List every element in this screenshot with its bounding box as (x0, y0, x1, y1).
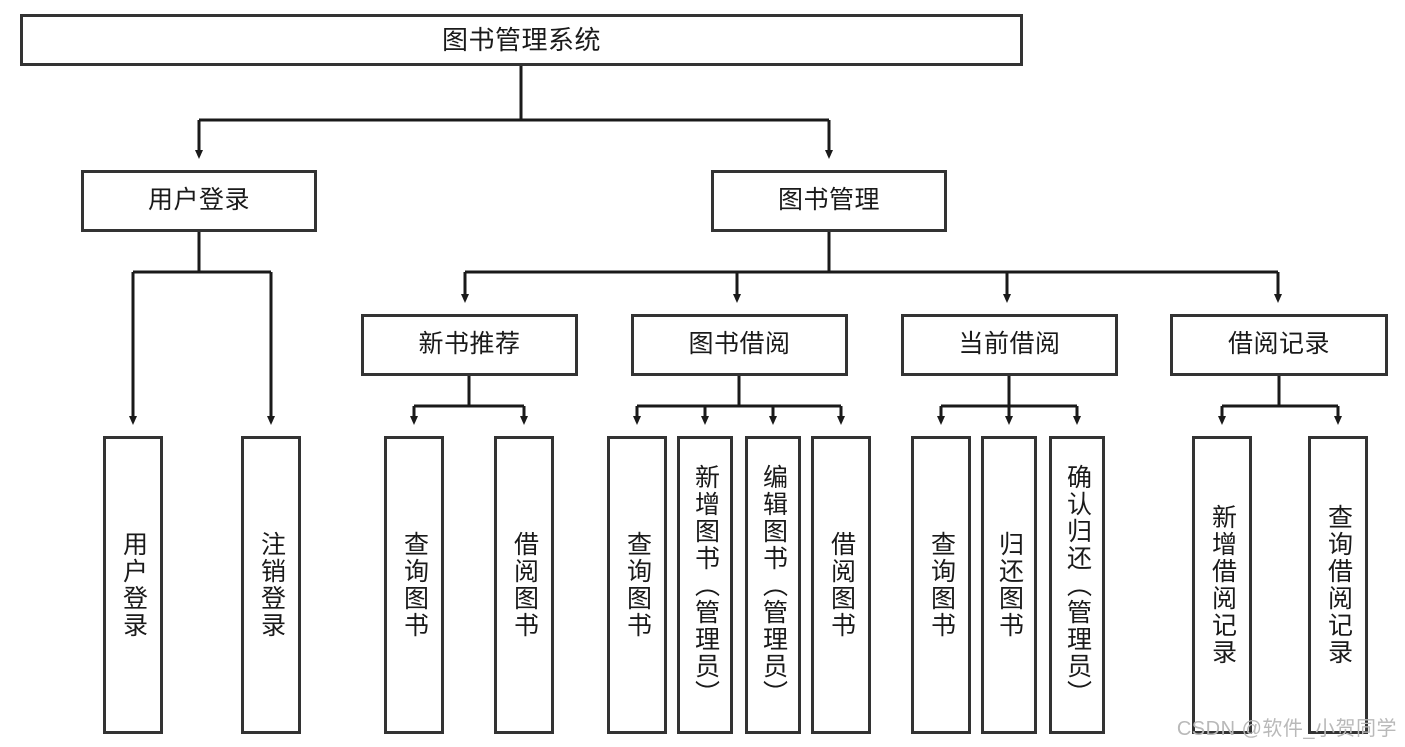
node-root-label: 图书管理系统 (441, 24, 601, 55)
csdn-watermark: CSDN @软件_小贺同学 (1176, 718, 1397, 740)
node-user-login[interactable]: 用户登录 (81, 170, 317, 232)
node-leaf-query-book-borrow-label: 查询图书 (623, 531, 652, 639)
node-borrow-record-label: 借阅记录 (1227, 330, 1330, 359)
node-leaf-borrow-book-rec[interactable]: 借阅图书 (494, 436, 554, 734)
node-book-borrow[interactable]: 图书借阅 (631, 314, 848, 376)
node-new-book-rec[interactable]: 新书推荐 (361, 314, 578, 376)
node-book-manage[interactable]: 图书管理 (711, 170, 947, 232)
node-leaf-return-book-label: 归还图书 (995, 531, 1024, 639)
node-leaf-user-logout[interactable]: 注销登录 (241, 436, 301, 734)
node-leaf-add-book[interactable]: 新增图书（管理员） (677, 436, 733, 734)
node-leaf-borrow-book-label: 借阅图书 (827, 531, 856, 639)
node-current-borrow-label: 当前借阅 (958, 330, 1061, 359)
node-leaf-user-login-label: 用户登录 (119, 531, 148, 639)
node-leaf-query-book-current-label: 查询图书 (927, 531, 956, 639)
node-leaf-add-record[interactable]: 新增借阅记录 (1192, 436, 1252, 734)
node-leaf-query-record-label: 查询借阅记录 (1324, 504, 1353, 666)
node-root[interactable]: 图书管理系统 (20, 14, 1023, 66)
node-leaf-query-book-rec-label: 查询图书 (400, 531, 429, 639)
node-leaf-query-book-current[interactable]: 查询图书 (911, 436, 971, 734)
node-leaf-query-record[interactable]: 查询借阅记录 (1308, 436, 1368, 734)
node-user-login-label: 用户登录 (147, 186, 250, 215)
node-borrow-record[interactable]: 借阅记录 (1170, 314, 1388, 376)
node-leaf-query-book-borrow[interactable]: 查询图书 (607, 436, 667, 734)
node-leaf-borrow-book[interactable]: 借阅图书 (811, 436, 871, 734)
node-leaf-confirm-return[interactable]: 确认归还（管理员） (1049, 436, 1105, 734)
node-leaf-confirm-return-label: 确认归还（管理员） (1063, 463, 1092, 707)
node-leaf-return-book[interactable]: 归还图书 (981, 436, 1037, 734)
node-leaf-add-book-label: 新增图书（管理员） (691, 463, 720, 707)
node-book-manage-label: 图书管理 (777, 186, 880, 215)
node-leaf-add-record-label: 新增借阅记录 (1208, 504, 1237, 666)
node-new-book-rec-label: 新书推荐 (418, 330, 521, 359)
node-leaf-user-login[interactable]: 用户登录 (103, 436, 163, 734)
node-leaf-borrow-book-rec-label: 借阅图书 (510, 531, 539, 639)
node-current-borrow[interactable]: 当前借阅 (901, 314, 1118, 376)
node-leaf-edit-book-label: 编辑图书（管理员） (759, 463, 788, 707)
node-leaf-user-logout-label: 注销登录 (257, 531, 286, 639)
node-leaf-query-book-rec[interactable]: 查询图书 (384, 436, 444, 734)
node-book-borrow-label: 图书借阅 (688, 330, 791, 359)
node-leaf-edit-book[interactable]: 编辑图书（管理员） (745, 436, 801, 734)
